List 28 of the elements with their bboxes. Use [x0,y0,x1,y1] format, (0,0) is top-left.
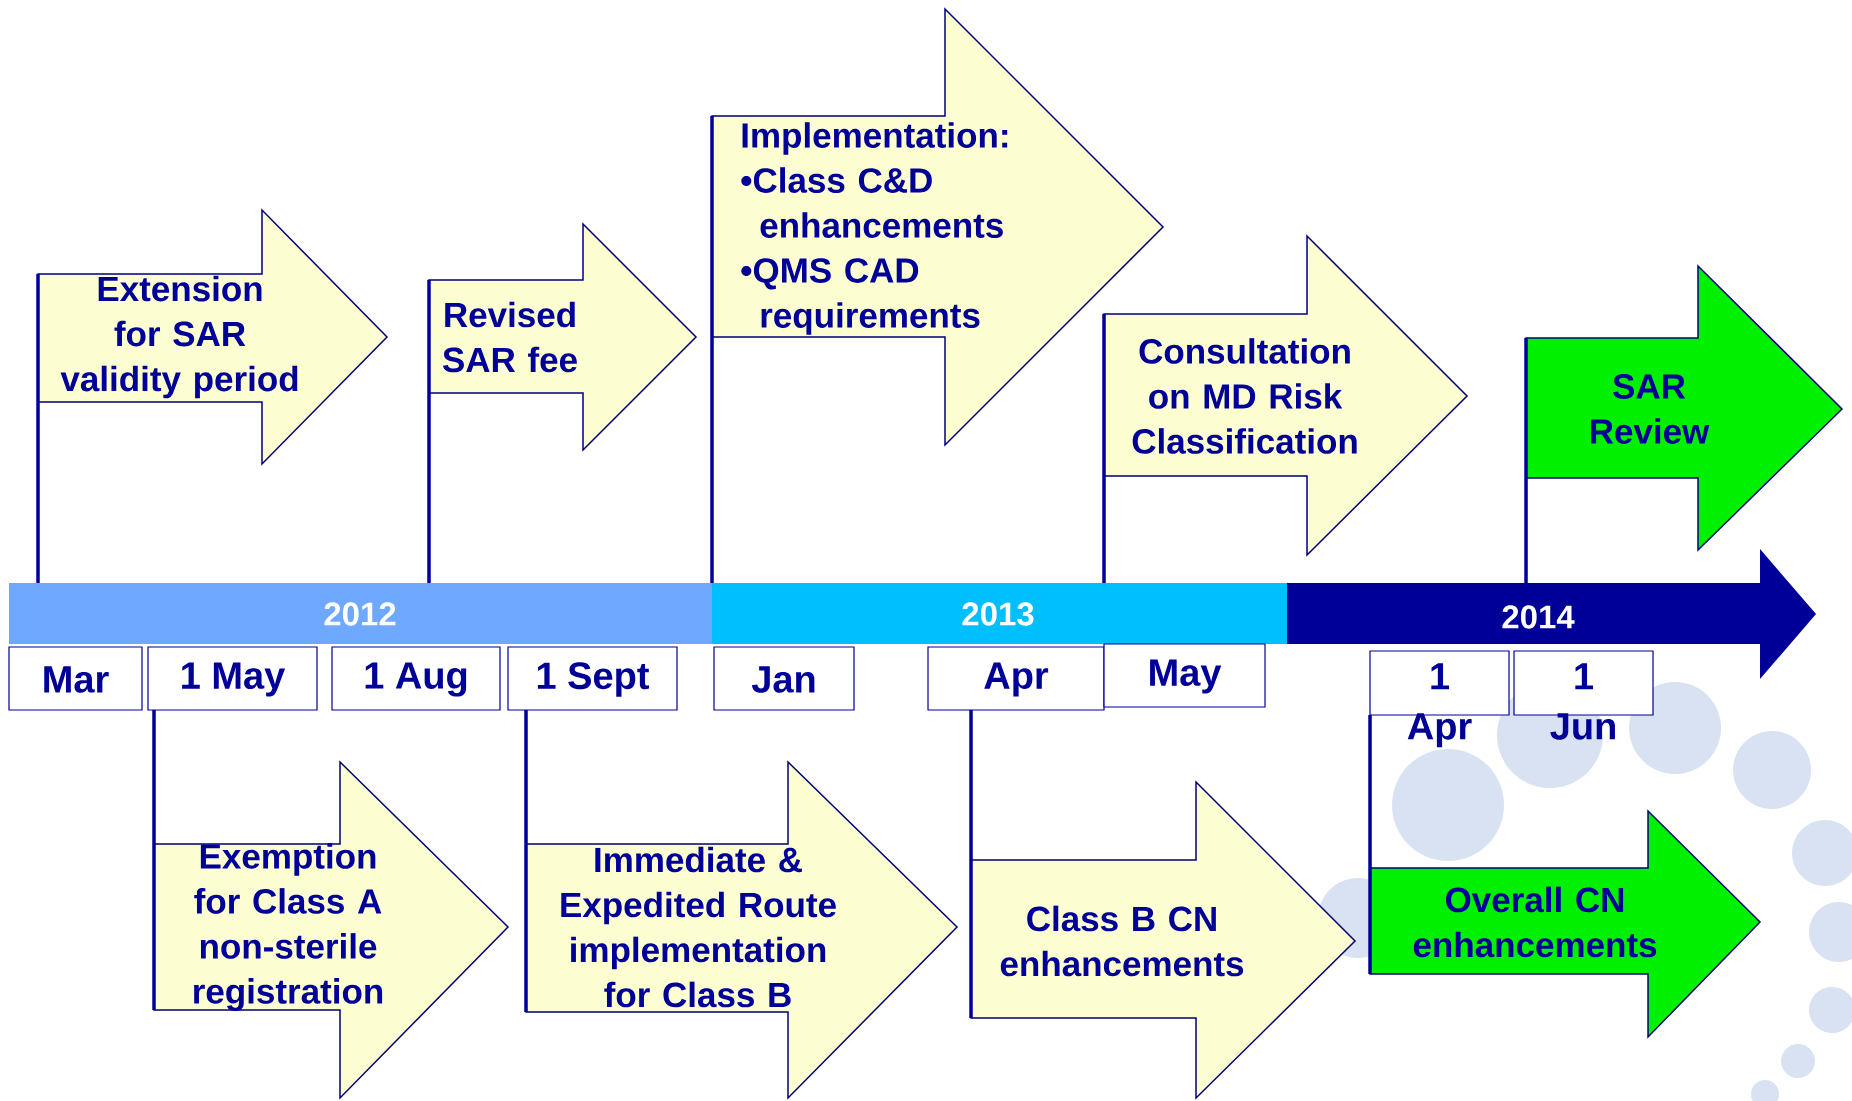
arrow-callout: Extension for SAR validity period [37,208,389,466]
arrow-callout: Immediate & Expedited Route implementation for Class B [525,760,959,1100]
connector-line [969,710,973,1018]
arrow-callout: Exemption for Class A non-sterile registration [153,760,510,1100]
date-box: Apr [927,646,1105,711]
node-label: Jun [1550,713,1615,740]
date-box: 1 Sept [507,646,678,711]
date-box: 1 May [147,646,318,711]
connector-line [1524,338,1528,583]
connector-line [710,116,714,583]
arrow-callout: Consultation on MD Risk Classification [1103,234,1469,557]
timeline-segment: 2013 [712,583,1287,644]
connector-line [152,710,156,1010]
date-box: Jan [713,646,855,711]
connector-line [1102,314,1106,583]
connector-line [36,274,40,583]
timeline-segment: 2012 [9,583,712,644]
date-box: 1 Aug [331,646,501,711]
date-box: May [1103,643,1266,708]
connector-line [524,710,528,1012]
arrow-callout: Revised SAR fee [428,222,698,452]
date-box: Mar [8,646,143,711]
connector-line [427,280,431,583]
arrow-callout: Class B CN enhancements [970,780,1357,1100]
node-label: Apr [1407,713,1472,748]
arrow-callout: SAR Review [1525,264,1844,552]
connector-line [1368,715,1372,974]
arrow-callout: Overall CN enhancements [1369,809,1762,1039]
